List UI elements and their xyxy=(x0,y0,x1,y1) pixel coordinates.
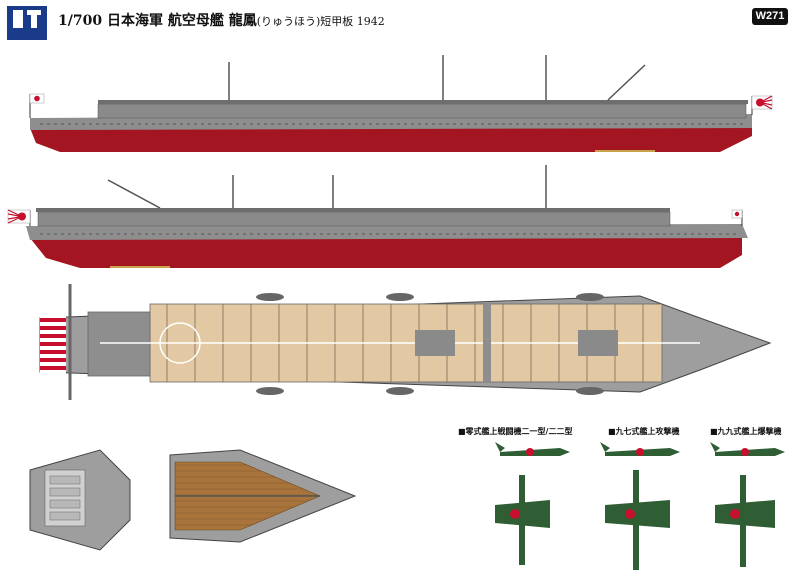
title-reading: (りゅうほう) xyxy=(256,15,321,28)
aircraft-label-zero: ■零式艦上戦闘機二一型/二二型 xyxy=(458,427,573,436)
product-code-badge: W271 xyxy=(752,8,788,25)
zero-fighter-side xyxy=(495,442,570,456)
type97-attacker-side xyxy=(600,442,680,456)
type99-bomber-top xyxy=(715,475,775,567)
type97-attacker-top xyxy=(605,470,670,570)
flag-stern-icon xyxy=(29,93,45,118)
bow-detail xyxy=(169,449,357,543)
page-title: 1/700 日本海軍 航空母艦 龍鳳(りゅうほう)短甲板 1942 xyxy=(58,10,385,30)
flag-bow-port-icon xyxy=(731,209,743,226)
scale-text: 1/700 xyxy=(58,13,103,29)
flag-stern-port-icon xyxy=(7,209,31,230)
side-profile-port xyxy=(7,165,748,268)
stern-stripes xyxy=(40,314,66,374)
type99-bomber-side xyxy=(710,442,785,456)
pit-road-logo xyxy=(7,6,47,40)
zero-fighter-top xyxy=(495,475,550,565)
title-suffix: 短甲板 1942 xyxy=(320,15,385,28)
aircraft-label-type99: ■九九式艦上爆撃機 xyxy=(710,427,782,436)
title-main: 日本海軍 航空母艦 龍鳳 xyxy=(106,13,257,29)
aircraft-label-type97: ■九七式艦上攻撃機 xyxy=(608,427,680,436)
side-profile-starboard xyxy=(29,55,773,152)
stern-detail xyxy=(29,449,131,551)
flag-bow-icon xyxy=(751,95,773,115)
flight-deck-plan xyxy=(39,284,772,400)
